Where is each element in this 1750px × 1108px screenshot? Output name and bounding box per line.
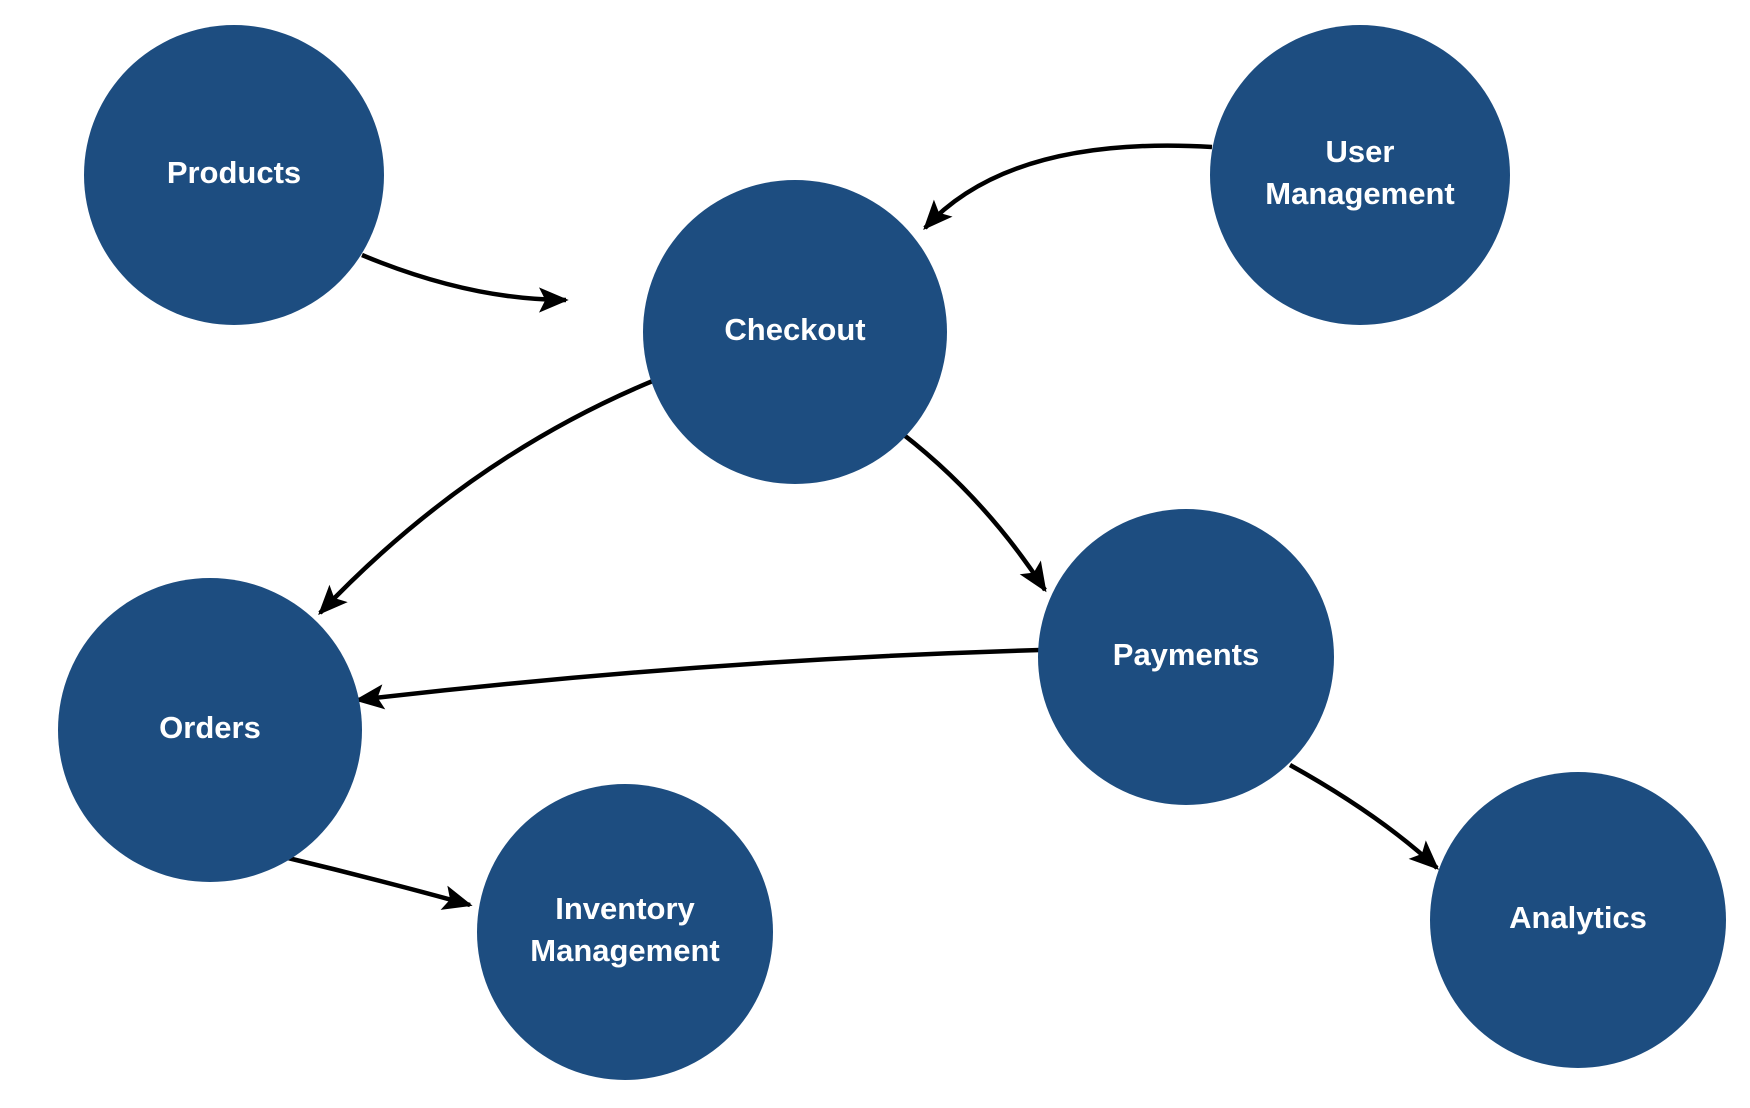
node-circle-payments[interactable] xyxy=(1038,509,1334,805)
edge-payments-to-orders xyxy=(354,647,1041,710)
node-circle-checkout[interactable] xyxy=(643,180,947,484)
node-analytics[interactable]: Analytics xyxy=(1430,772,1726,1068)
node-circle-inventory-management[interactable] xyxy=(477,784,773,1080)
node-orders[interactable]: Orders xyxy=(58,578,362,882)
node-circle-analytics[interactable] xyxy=(1430,772,1726,1068)
node-circle-orders[interactable] xyxy=(58,578,362,882)
edge-payments-to-analytics xyxy=(1288,763,1439,870)
node-circle-products[interactable] xyxy=(84,25,384,325)
edge-user-management-to-checkout xyxy=(923,143,1213,230)
node-circle-user-management[interactable] xyxy=(1210,25,1510,325)
node-products[interactable]: Products xyxy=(84,25,384,325)
node-payments[interactable]: Payments xyxy=(1038,509,1334,805)
edge-products-to-checkout xyxy=(361,252,569,313)
edges-layer xyxy=(287,143,1439,910)
edge-checkout-to-payments xyxy=(886,421,1047,593)
node-checkout[interactable]: Checkout xyxy=(643,180,947,484)
edge-checkout-to-orders xyxy=(318,375,661,615)
edge-orders-to-inventory-management xyxy=(287,855,473,910)
